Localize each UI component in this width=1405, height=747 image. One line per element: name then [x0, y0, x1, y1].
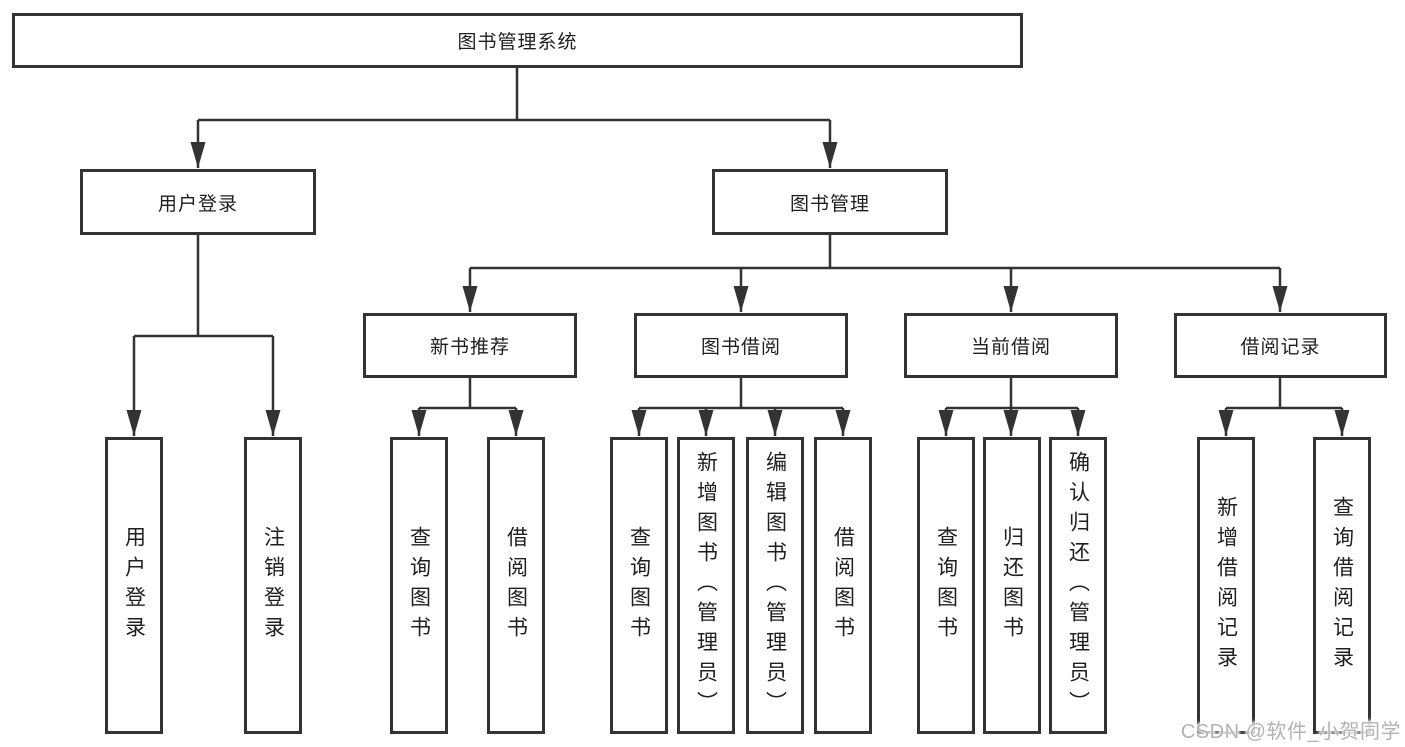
- node-label: 编辑图书（管理员）: [763, 450, 787, 721]
- leaf-query-books-recommend: 查询图书: [390, 437, 448, 734]
- leaf-user-login: 用户登录: [105, 437, 163, 734]
- node-label: 图书借阅: [700, 337, 781, 358]
- node-borrow-records: 借阅记录: [1174, 313, 1387, 378]
- leaf-confirm-return-admin: 确认归还（管理员）: [1049, 437, 1107, 734]
- leaf-logout: 注销登录: [244, 437, 302, 734]
- node-label: 确认归还（管理员）: [1066, 450, 1090, 721]
- node-book-borrow: 图书借阅: [634, 313, 848, 378]
- node-label: 查询借阅记录: [1330, 495, 1354, 676]
- node-label: 归还图书: [1000, 525, 1024, 646]
- node-label: 图书管理: [789, 193, 870, 215]
- leaf-query-borrow-record: 查询借阅记录: [1313, 437, 1371, 734]
- node-label: 当前借阅: [970, 337, 1051, 358]
- node-label: 新书推荐: [429, 337, 510, 358]
- leaf-query-books-current: 查询图书: [917, 437, 975, 734]
- node-label: 图书管理系统: [457, 32, 578, 53]
- csdn-watermark: CSDN @软件_小贺同学: [1180, 721, 1401, 743]
- leaf-borrow-books: 借阅图书: [814, 437, 872, 734]
- node-label: 查询图书: [627, 525, 651, 646]
- node-label: 注销登录: [261, 525, 285, 646]
- node-current-borrow: 当前借阅: [904, 313, 1118, 378]
- node-label: 借阅记录: [1240, 337, 1321, 358]
- node-label: 借阅图书: [831, 525, 855, 646]
- node-label: 用户登录: [157, 193, 238, 215]
- node-label: 查询图书: [934, 525, 958, 646]
- leaf-borrow-books-recommend: 借阅图书: [487, 437, 545, 734]
- node-label: 用户登录: [122, 525, 146, 646]
- node-new-book-recommend: 新书推荐: [363, 313, 577, 378]
- node-label: 新增图书（管理员）: [694, 450, 718, 721]
- leaf-query-books-borrow: 查询图书: [610, 437, 668, 734]
- leaf-add-borrow-record: 新增借阅记录: [1197, 437, 1255, 734]
- node-user-login: 用户登录: [80, 169, 316, 235]
- node-library-management-system: 图书管理系统: [12, 13, 1023, 68]
- leaf-edit-book-admin: 编辑图书（管理员）: [746, 437, 804, 734]
- node-book-management: 图书管理: [712, 169, 948, 235]
- node-label: 查询图书: [407, 525, 431, 646]
- leaf-return-book: 归还图书: [983, 437, 1041, 734]
- node-label: 新增借阅记录: [1214, 495, 1238, 676]
- node-label: 借阅图书: [504, 525, 528, 646]
- leaf-add-book-admin: 新增图书（管理员）: [677, 437, 735, 734]
